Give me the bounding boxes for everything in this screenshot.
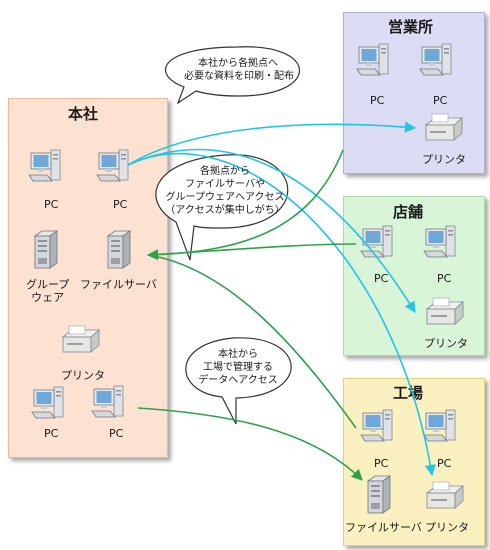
honsha-fileserver-label: ファイルサーバ xyxy=(80,278,157,291)
print-bubble-text: 本社から各拠点へ 必要な資料を印刷・配布 xyxy=(184,57,294,83)
eigyosho-pc1-icon xyxy=(356,43,389,76)
honsha-printer-label: プリンタ xyxy=(61,369,105,382)
honsha-fileserver-icon xyxy=(107,230,131,269)
factory-bubble-line: 工場で管理する xyxy=(203,362,273,373)
tenpo-pc1-icon xyxy=(360,225,393,258)
kojo-pc1-icon xyxy=(360,409,393,442)
access-line-tenpo xyxy=(147,243,357,256)
honsha-groupware-label: グループ ウェア xyxy=(26,278,70,304)
kojo-box xyxy=(343,378,485,546)
honsha-pc1-icon xyxy=(28,149,61,182)
tenpo-pc2-label: PC xyxy=(437,272,452,285)
kojo-fileserver-icon xyxy=(367,475,391,514)
honsha-printer-icon xyxy=(62,325,100,353)
access-bubble-line: （アクセスが集中しがち） xyxy=(165,205,285,216)
print-line-eigyosho xyxy=(127,121,417,166)
honsha-groupware-server-icon xyxy=(34,230,58,269)
kojo-printer-icon xyxy=(426,481,464,509)
access-bubble-line: 各拠点から xyxy=(200,166,250,177)
honsha-pc2-icon xyxy=(96,149,129,182)
kojo-printer-label: プリンタ xyxy=(425,521,469,534)
factory-bubble-line: 本社から xyxy=(218,349,258,360)
tenpo-box xyxy=(343,196,485,356)
eigyosho-pc2-icon xyxy=(419,43,452,76)
print-line-tenpo xyxy=(127,148,416,313)
factory-bubble xyxy=(185,337,292,425)
eigyosho-pc2-label: PC xyxy=(433,94,448,107)
kojo-fileserver-label: ファイルサーバ xyxy=(345,521,422,534)
access-bubble-line: ファイルサーバや xyxy=(185,179,265,190)
eigyosho-box xyxy=(343,12,485,174)
tenpo-printer-icon xyxy=(426,297,464,325)
factory-bubble-line: データへアクセス xyxy=(198,375,278,386)
print-line-kojo xyxy=(127,153,436,477)
honsha-pc4-label: PC xyxy=(109,427,124,440)
tenpo-printer-label: プリンタ xyxy=(424,337,468,350)
eigyosho-printer-label: プリンタ xyxy=(422,153,466,166)
honsha-title: 本社 xyxy=(68,105,99,123)
honsha-pc4-icon xyxy=(91,385,124,418)
kojo-pc1-label: PC xyxy=(374,457,389,470)
honsha-pc3-icon xyxy=(31,386,64,419)
honsha-pc1-label: PC xyxy=(44,198,59,211)
tenpo-title: 店舗 xyxy=(393,203,424,221)
kojo-pc2-label: PC xyxy=(437,457,452,470)
honsha-pc2-label: PC xyxy=(113,198,128,211)
tenpo-pc2-icon xyxy=(423,225,456,258)
access-line-kojo xyxy=(147,254,357,429)
access-bubble-line: グループウェアへアクセス xyxy=(165,192,285,203)
factory-bubble-text: 本社から 工場で管理する データへアクセス xyxy=(193,348,283,387)
print-bubble-line: 本社から各拠点へ xyxy=(198,58,278,69)
factory-access-line xyxy=(137,407,363,481)
print-bubble-line: 必要な資料を印刷・配布 xyxy=(184,71,294,82)
print-bubble xyxy=(164,46,300,105)
access-bubble xyxy=(155,154,289,261)
access-bubble-text: 各拠点から ファイルサーバや グループウェアへアクセス （アクセスが集中しがち） xyxy=(165,165,285,217)
kojo-title: 工場 xyxy=(393,384,424,402)
tenpo-pc1-label: PC xyxy=(374,272,389,285)
eigyosho-title: 営業所 xyxy=(388,18,434,36)
kojo-pc2-icon xyxy=(423,409,456,442)
eigyosho-pc1-label: PC xyxy=(370,94,385,107)
eigyosho-printer-icon xyxy=(425,113,463,141)
honsha-pc3-label: PC xyxy=(44,427,59,440)
